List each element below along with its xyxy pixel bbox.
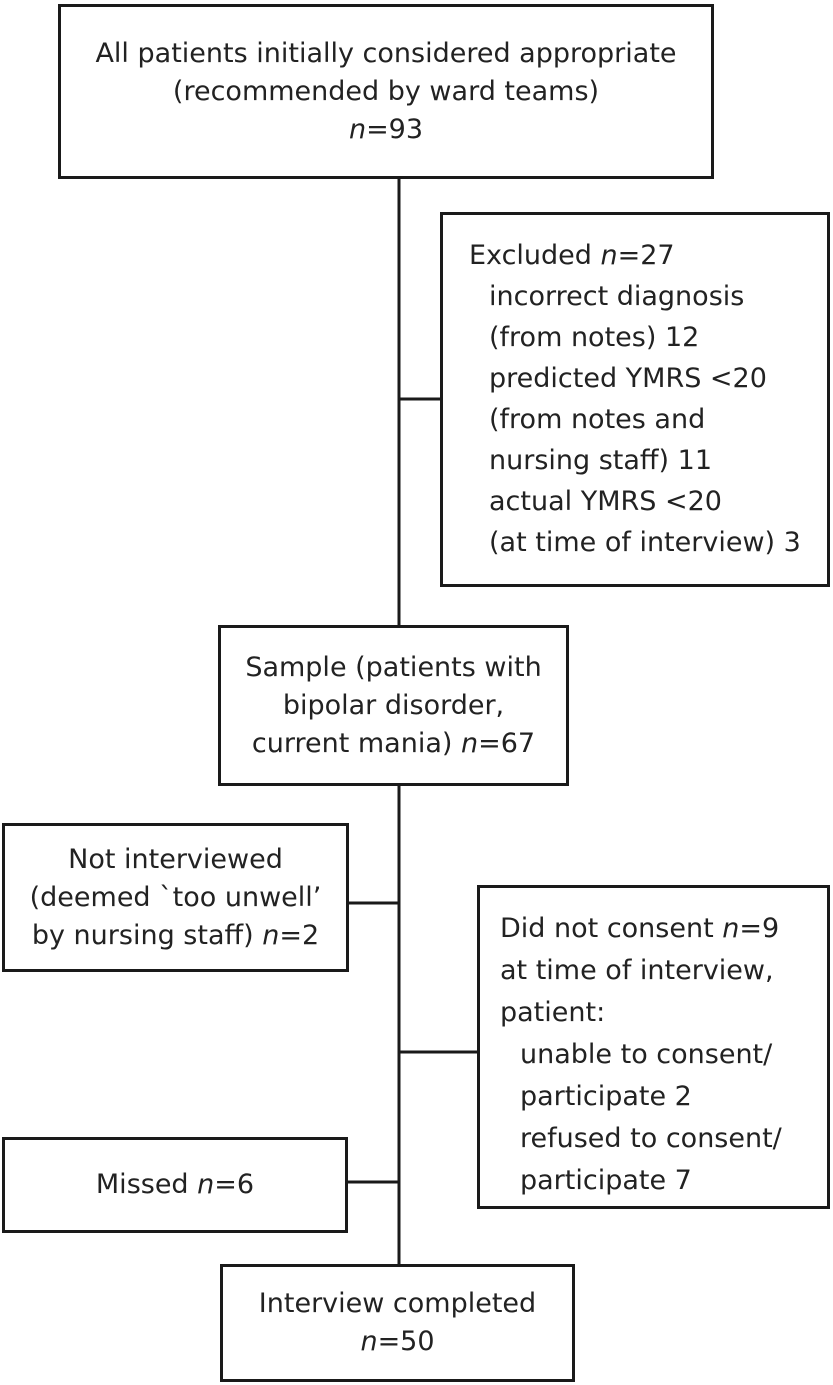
- n-symbol: n: [360, 1326, 378, 1357]
- interview-completed-count: n=50: [223, 1323, 572, 1361]
- n-symbol: n: [348, 113, 367, 145]
- n-value: =27: [617, 240, 675, 271]
- did-not-consent-item: participate 7: [520, 1165, 692, 1196]
- not-interviewed-line3: by nursing staff) n=2: [31, 919, 320, 951]
- n-value: =2: [279, 919, 320, 951]
- sample-line1: Sample (patients with: [245, 651, 542, 683]
- did-not-consent-box: Did not consent n=9 at time of interview…: [477, 885, 830, 1209]
- excluded-item: (from notes) 12: [489, 322, 700, 353]
- did-not-consent-line2: at time of interview,: [500, 955, 774, 986]
- n-symbol: n: [461, 727, 479, 759]
- all-patients-line2: (recommended by ward teams): [172, 75, 600, 107]
- interview-completed-box: Interview completed n=50: [220, 1264, 575, 1382]
- n-value: =67: [478, 727, 536, 759]
- not-interviewed-line2: (deemed `too unwell’: [29, 881, 322, 913]
- n-symbol: n: [600, 240, 618, 271]
- n-symbol: n: [722, 913, 740, 944]
- n-value: =9: [739, 913, 780, 944]
- n-value: =6: [214, 1169, 255, 1200]
- excluded-item: (at time of interview) 3: [489, 527, 801, 558]
- excluded-item: nursing staff) 11: [489, 445, 713, 476]
- missed-box: Missed n=6: [2, 1137, 348, 1233]
- n-symbol: n: [197, 1169, 215, 1200]
- interview-completed-line1: Interview completed: [258, 1288, 537, 1319]
- excluded-title: Excluded n=27: [469, 240, 675, 271]
- sample-box: Sample (patients with bipolar disorder, …: [218, 625, 569, 786]
- not-interviewed-line1: Not interviewed: [68, 843, 283, 875]
- did-not-consent-item: participate 2: [520, 1081, 692, 1112]
- n-symbol: n: [262, 919, 280, 951]
- excluded-item: incorrect diagnosis: [489, 281, 745, 312]
- excluded-item: predicted YMRS <20: [489, 363, 767, 394]
- n-value: =50: [377, 1326, 435, 1357]
- not-interviewed-box: Not interviewed (deemed `too unwell’ by …: [2, 823, 349, 972]
- all-patients-box: All patients initially considered approp…: [58, 4, 714, 179]
- did-not-consent-item: unable to consent/: [520, 1039, 773, 1070]
- all-patients-count: n=93: [61, 111, 711, 149]
- sample-line3: current mania) n=67: [251, 727, 536, 759]
- missed-label: Missed n=6: [95, 1169, 255, 1200]
- sample-line2: bipolar disorder,: [282, 689, 505, 721]
- did-not-consent-line3: patient:: [500, 997, 606, 1028]
- did-not-consent-title: Did not consent n=9: [500, 913, 780, 944]
- all-patients-line1: All patients initially considered approp…: [95, 37, 677, 69]
- did-not-consent-item: refused to consent/: [520, 1123, 782, 1154]
- excluded-item: actual YMRS <20: [489, 486, 722, 517]
- excluded-box: Excluded n=27 incorrect diagnosis (from …: [440, 212, 830, 587]
- excluded-item: (from notes and: [489, 404, 706, 435]
- n-value: =93: [366, 113, 424, 145]
